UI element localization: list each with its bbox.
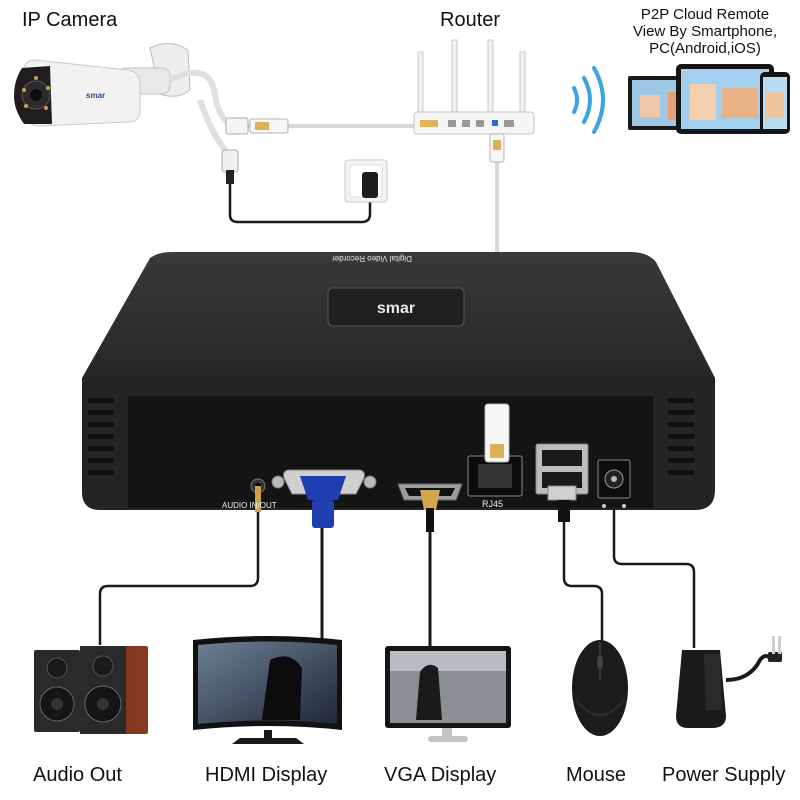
ip-camera: smar bbox=[14, 43, 249, 184]
rj45-port-label: RJ45 bbox=[482, 499, 503, 509]
usb-ports bbox=[535, 443, 589, 522]
hdmi-display-label: HDMI Display bbox=[205, 764, 328, 786]
power-cable bbox=[612, 510, 696, 648]
router-rj45-plug bbox=[489, 133, 505, 163]
power-adapter bbox=[676, 636, 782, 728]
p2p-caption-line-1: P2P Cloud Remote bbox=[640, 6, 770, 23]
wall-outlet bbox=[344, 159, 388, 203]
nvr-brand: smar bbox=[377, 300, 415, 317]
p2p-caption-line-3: PC(Android,iOS) bbox=[649, 40, 761, 57]
camera-power-cable bbox=[228, 180, 372, 224]
wifi-icon bbox=[572, 66, 605, 134]
nvr-rj45-plug bbox=[484, 403, 510, 463]
mouse bbox=[572, 640, 628, 736]
audio-cable bbox=[98, 510, 260, 645]
camera-brand: smar bbox=[86, 91, 105, 100]
router bbox=[413, 39, 535, 135]
vga-monitor bbox=[385, 646, 511, 742]
audio-port: AUDIO IN/OUT bbox=[222, 478, 277, 512]
ip-camera-label: IP Camera bbox=[22, 9, 118, 31]
rj45-port: RJ45 bbox=[467, 455, 523, 509]
mouse-label: Mouse bbox=[566, 764, 627, 786]
p2p-caption: P2P Cloud Remote View By Smartphone, PC(… bbox=[612, 6, 798, 57]
audio-out-label: Audio Out bbox=[33, 764, 122, 786]
vga-display-label: VGA Display bbox=[384, 764, 497, 786]
vga-port bbox=[271, 469, 377, 528]
speakers bbox=[34, 646, 148, 734]
router-label: Router bbox=[440, 9, 501, 31]
p2p-devices bbox=[628, 64, 790, 134]
audio-port-label: AUDIO IN/OUT bbox=[222, 501, 277, 510]
hdmi-port bbox=[397, 483, 463, 532]
mouse-cable bbox=[562, 520, 604, 642]
dc-power-port bbox=[597, 459, 631, 508]
hdmi-monitor bbox=[193, 636, 342, 744]
power-supply-label: Power Supply bbox=[662, 764, 786, 786]
p2p-caption-line-2: View By Smartphone, bbox=[633, 23, 777, 40]
nvr-top-text: Digital Video Recorder bbox=[332, 254, 412, 263]
nvr-unit: smar Digital Video Recorder bbox=[82, 252, 715, 510]
camera-rj45-plug bbox=[249, 118, 289, 134]
